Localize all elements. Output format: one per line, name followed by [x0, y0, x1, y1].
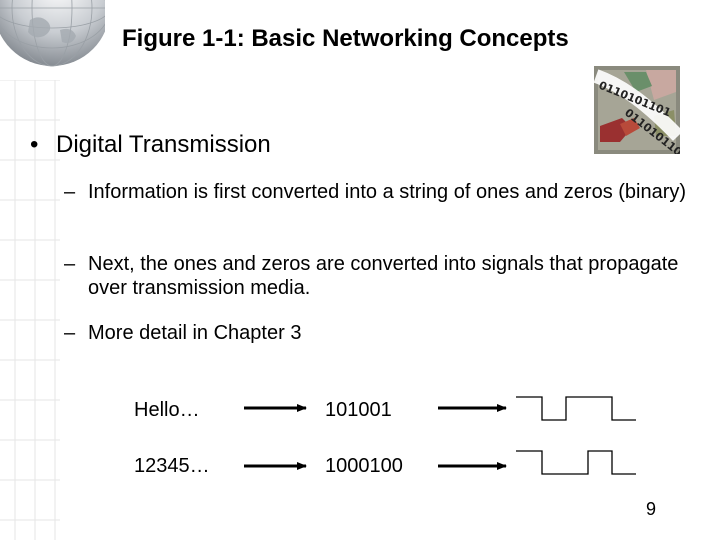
- example-input-hello: Hello…: [134, 399, 200, 421]
- example-binary-1000100: 1000100: [325, 455, 403, 477]
- bullet-mark: •: [30, 131, 39, 158]
- binary-transfer-clipart: 0110101101 0110101101: [594, 66, 680, 154]
- sub-bullet-2: – Next, the ones and zeros are converted…: [64, 252, 704, 300]
- digital-signal-waveform-2: [516, 450, 636, 475]
- example-binary-101001: 101001: [325, 399, 392, 421]
- bullet-digital-transmission: • Digital Transmission: [30, 130, 271, 160]
- sub-bullet-text: Information is first converted into a st…: [88, 181, 687, 203]
- page-number: 9: [646, 499, 657, 519]
- sub-bullet-text: More detail in Chapter 3: [88, 322, 302, 344]
- sub-bullet-dash: –: [64, 181, 76, 203]
- digital-signal-waveform-1: [516, 396, 636, 421]
- bullet-text: Digital Transmission: [56, 131, 271, 158]
- slide-title: Figure 1-1: Basic Networking Concepts: [122, 25, 569, 52]
- sub-bullet-dash: –: [64, 253, 76, 275]
- example-input-12345: 12345…: [134, 455, 210, 477]
- background-grid: [0, 80, 60, 540]
- sub-bullet-3: – More detail in Chapter 3: [64, 321, 704, 345]
- sub-bullet-1: – Information is first converted into a …: [64, 180, 704, 204]
- globe-icon: [0, 0, 105, 67]
- sub-bullet-dash: –: [64, 322, 76, 344]
- sub-bullet-text: Next, the ones and zeros are converted i…: [88, 253, 679, 299]
